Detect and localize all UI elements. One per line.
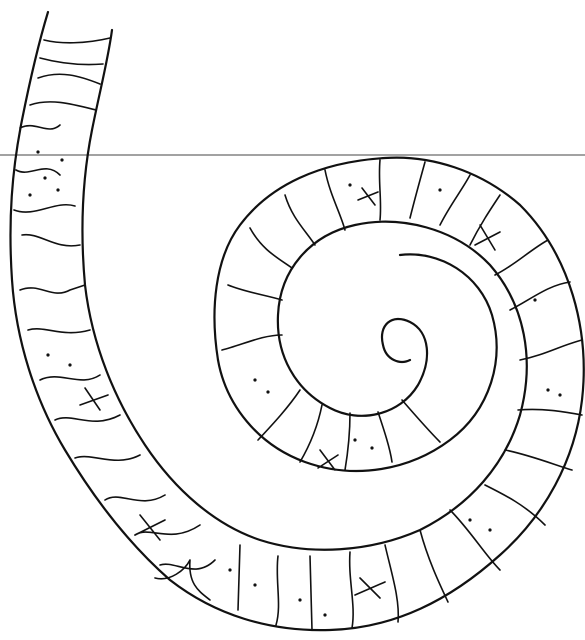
cross-mark: [358, 188, 378, 205]
segment-stroke: [470, 195, 500, 245]
stipple-dot: [253, 583, 256, 586]
stipple-dot: [266, 390, 269, 393]
stipple-dot: [28, 193, 31, 196]
segment-stroke: [505, 450, 572, 470]
segment-stroke: [38, 74, 100, 84]
segment-stroke: [485, 485, 545, 525]
stipple-dot: [68, 363, 71, 366]
stipple-dot: [253, 378, 256, 381]
segment-stroke: [510, 282, 570, 310]
stipple-dot: [546, 388, 549, 391]
stipple-dot: [36, 150, 39, 153]
segment-stroke: [325, 170, 345, 230]
segment-stroke: [350, 552, 353, 628]
cross-mark: [135, 515, 165, 540]
segment-stroke: [379, 160, 380, 220]
shell-top-cap: [44, 38, 110, 43]
segment-stroke: [250, 228, 292, 268]
stipple-dot: [370, 446, 373, 449]
segment-stroke: [14, 205, 75, 212]
segment-stroke: [40, 375, 100, 380]
segment-stroke: [420, 530, 448, 602]
stipple-dot: [438, 188, 441, 191]
segment-stroke: [16, 169, 60, 175]
stipple-dot: [46, 353, 49, 356]
segment-stroke: [20, 285, 85, 293]
segment-stroke: [310, 556, 312, 630]
stipple-dots: [28, 150, 561, 616]
stipple-dot: [468, 518, 471, 521]
stipple-dot: [488, 528, 491, 531]
segment-stroke: [258, 390, 300, 440]
cross-mark: [80, 388, 108, 410]
stipple-dot: [60, 158, 63, 161]
stipple-dot: [56, 188, 59, 191]
segment-stroke: [155, 560, 210, 600]
segment-stroke: [238, 545, 240, 610]
segment-stroke: [75, 455, 140, 460]
segment-stroke: [440, 175, 470, 225]
segment-stroke: [410, 162, 425, 218]
segment-stroke: [518, 409, 582, 415]
stipple-dot: [228, 568, 231, 571]
stipple-dot: [353, 438, 356, 441]
segment-stroke: [228, 285, 282, 300]
cross-mark: [355, 578, 385, 598]
segment-stroke: [285, 195, 315, 245]
segment-stroke: [30, 102, 96, 110]
cross-mark: [318, 450, 338, 470]
shell-inner-outline: [82, 30, 526, 550]
spiral-shell-drawing: [10, 12, 583, 630]
segment-stroke: [28, 329, 90, 333]
stipple-dot: [43, 176, 46, 179]
segment-stroke: [450, 510, 500, 570]
stipple-dot: [298, 598, 301, 601]
stipple-dot: [323, 613, 326, 616]
segment-stroke: [20, 125, 60, 129]
segment-stroke: [40, 58, 103, 65]
segment-stroke: [520, 340, 582, 360]
segment-stroke: [378, 412, 392, 462]
stipple-dot: [348, 183, 351, 186]
stipple-dot: [558, 393, 561, 396]
segment-stroke: [495, 240, 548, 275]
segment-stroke: [385, 545, 398, 622]
segment-stroke: [105, 495, 165, 501]
segment-stroke: [22, 235, 80, 246]
segment-stroke: [300, 405, 322, 462]
stipple-dot: [533, 298, 536, 301]
segment-stroke: [222, 335, 282, 350]
segment-stroke: [345, 413, 350, 470]
segment-stroke: [276, 556, 279, 625]
segment-stroke: [402, 400, 440, 442]
segment-stroke: [55, 415, 120, 421]
